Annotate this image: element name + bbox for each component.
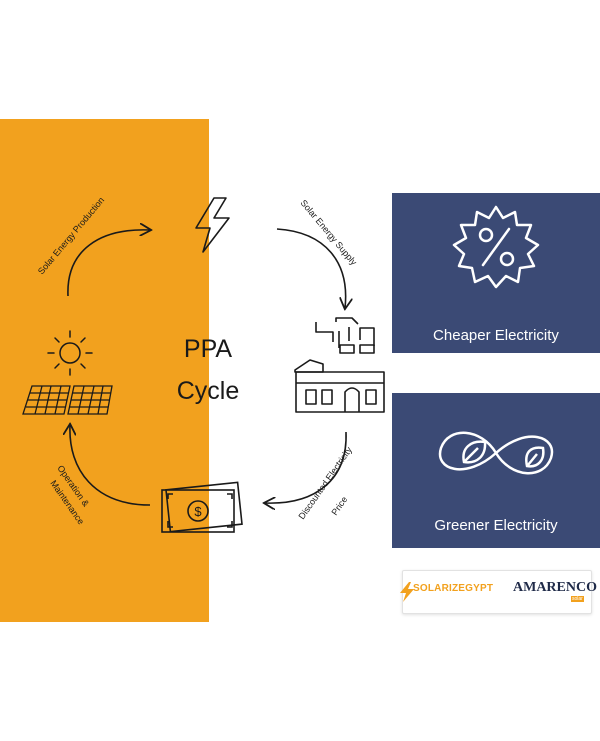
label-solar-production: Solar Energy Production [36, 195, 106, 276]
cheaper-electricity-card: Cheaper Electricity [392, 193, 600, 353]
money-icon: $ [161, 481, 243, 533]
amarenco-logo: AMARENCO [513, 580, 597, 595]
infinity-leaf-icon [438, 431, 554, 475]
arrow-production [67, 230, 150, 297]
amarenco-logo-sub: solar [571, 596, 584, 602]
solar-panels-icon [22, 385, 113, 415]
diagram-title-line1: PPA [184, 335, 232, 363]
greener-electricity-card: Greener Electricity [392, 393, 600, 548]
label-solar-supply: Solar Energy Supply [298, 198, 359, 268]
arrow-maintenance [70, 425, 151, 506]
lightning-icon [195, 197, 230, 253]
label-discounted-line1: Discounted Electricity [296, 445, 354, 522]
orange-background-band [0, 119, 209, 622]
arrow-supply [276, 228, 346, 308]
factory-icon [294, 317, 385, 413]
cheaper-electricity-label: Cheaper Electricity [433, 327, 559, 344]
solarize-egypt-logo: SOLARIZEGYPT [413, 583, 494, 594]
greener-electricity-label: Greener Electricity [434, 517, 558, 534]
discount-badge-icon [452, 205, 540, 289]
svg-text:$: $ [194, 504, 202, 519]
diagram-title-line2: Cycle [177, 377, 240, 405]
arrow-discounted [265, 431, 347, 503]
label-discounted-line2: Price [329, 495, 349, 518]
partner-logos: SOLARIZEGYPT AMARENCO solar [400, 570, 597, 614]
sun-icon [47, 330, 93, 376]
solarize-logo-icon [400, 582, 414, 602]
